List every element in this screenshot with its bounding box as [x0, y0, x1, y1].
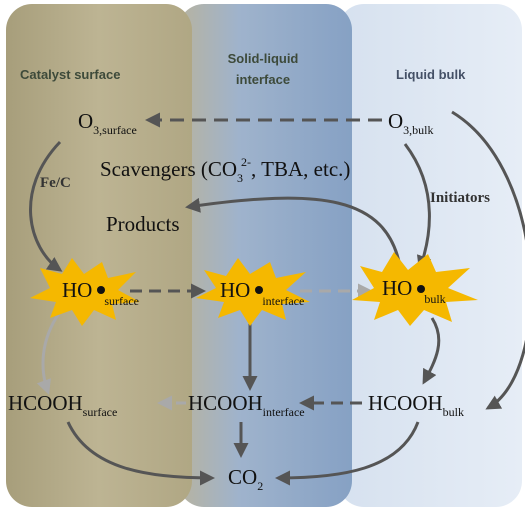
header-solid-liquid: Solid-liquid [228, 51, 299, 66]
burst-ho-interface [196, 258, 310, 326]
hcooh-bulk-sub: bulk [443, 405, 464, 419]
header-catalyst-surface: Catalyst surface [20, 67, 120, 82]
burst-ho-bulk [352, 252, 478, 326]
species-ho-bulk: HO bulk [382, 276, 446, 306]
co2-main: CO [228, 465, 257, 489]
arrow-hcoohsurface-to-co2 [66, 421, 215, 486]
scavengers-subscript: 3 [237, 171, 243, 185]
scavengers-suffix: , TBA, etc.) [251, 157, 350, 181]
arrow-hobulk-to-products [185, 196, 402, 267]
radical-dot-surface [97, 286, 105, 294]
o3-bulk-sub: 3,bulk [403, 123, 433, 137]
o3-bulk-main: O [388, 109, 403, 133]
arrow-hcoohbulk-to-co2 [275, 421, 420, 486]
label-products: Products [106, 212, 180, 236]
scavengers-prefix: Scavengers (CO [100, 157, 237, 181]
ho-interface-main: HO [220, 278, 250, 302]
hcooh-surface-main: HCOOH [8, 391, 83, 415]
species-hcooh-surface: HCOOHsurface [8, 391, 117, 419]
label-fe-c: Fe/C [40, 175, 71, 191]
label-scavengers: Scavengers (CO3 2-, TBA, etc.) [100, 155, 350, 185]
ho-bulk-sub: bulk [424, 292, 445, 306]
species-ho-interface: HO interface [220, 278, 304, 308]
arrow-o3surface-to-hosurface [29, 140, 63, 272]
co2-sub: 2 [257, 479, 263, 493]
arrow-o3bulk-to-hcoohbulk [451, 110, 525, 410]
radical-dot-bulk [417, 285, 425, 293]
hcooh-surface-sub: surface [83, 405, 118, 419]
radical-dot-interface [255, 286, 263, 294]
ho-surface-sub: surface [104, 294, 139, 308]
header-liquid-bulk: Liquid bulk [396, 67, 466, 82]
arrow-hosurface-to-hcoohsurface [36, 311, 62, 395]
arrow-hobulk-to-hcoohbulk [422, 317, 441, 385]
o3-surface-sub: 3,surface [93, 123, 137, 137]
ho-surface-main: HO [62, 278, 92, 302]
label-initiators: Initiators [430, 190, 490, 206]
burst-ho-surface [30, 258, 140, 326]
species-hcooh-bulk: HCOOHbulk [368, 391, 464, 419]
arrow-o3bulk-to-hobulk [403, 143, 432, 271]
species-co2: CO2 [228, 465, 263, 493]
species-hcooh-interface: HCOOHinterface [188, 391, 305, 419]
species-o3-bulk: O3,bulk [388, 109, 434, 137]
catalyst-column [6, 4, 192, 507]
species-o3-surface: O3,surface [78, 109, 137, 137]
hcooh-bulk-main: HCOOH [368, 391, 443, 415]
ho-interface-sub: interface [262, 294, 304, 308]
ho-bulk-main: HO [382, 276, 412, 300]
hcooh-interface-sub: interface [263, 405, 305, 419]
o3-surface-main: O [78, 109, 93, 133]
species-ho-surface: HO surface [62, 278, 139, 308]
header-interface: interface [236, 72, 290, 87]
hcooh-interface-main: HCOOH [188, 391, 263, 415]
interface-column [178, 4, 352, 507]
scavengers-superscript: 2- [241, 155, 251, 169]
